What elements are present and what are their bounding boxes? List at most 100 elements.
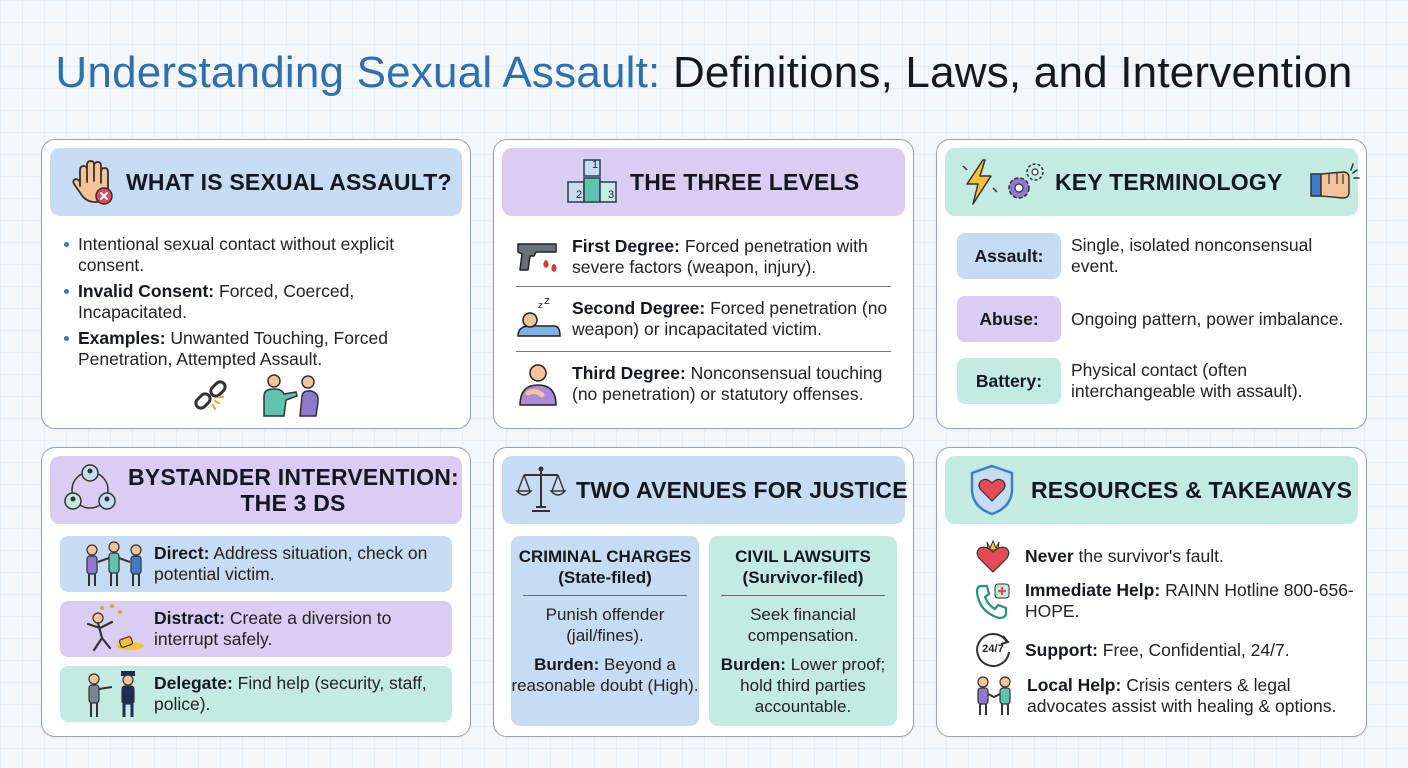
people-intervening-icon bbox=[82, 540, 146, 588]
ds-label: Distract: bbox=[154, 608, 225, 628]
gun-icon bbox=[514, 234, 562, 280]
civil-lawsuits-column: CIVIL LAWSUITS (Survivor-filed) Seek fin… bbox=[709, 536, 897, 726]
divider bbox=[721, 595, 885, 596]
term-abuse: Abuse: Ongoing pattern, power imbalance. bbox=[957, 296, 1350, 342]
clock-icon: 24/7 bbox=[973, 630, 1013, 670]
card-title: KEY TERMINOLOGY bbox=[1055, 168, 1283, 195]
resource-text: Free, Confidential, 24/7. bbox=[1102, 639, 1290, 660]
fist-icon bbox=[1307, 158, 1361, 206]
burden-text: Lower proof; hold third parties accounta… bbox=[740, 655, 886, 716]
item-text: Unwanted Touching, Forced Penetration, A… bbox=[78, 328, 389, 369]
level-first-degree: First Degree: Forced penetration with se… bbox=[514, 228, 893, 286]
card-header: RESOURCES & TAKEAWAYS bbox=[945, 456, 1358, 524]
term-assault: Assault: Single, isolated nonconsensual … bbox=[957, 233, 1350, 279]
resource-label: Local Help: bbox=[1027, 675, 1122, 695]
burden-text: Beyond a reasonable doubt (High). bbox=[511, 655, 699, 695]
column-burden: Burden: Beyond a reasonable doubt (High)… bbox=[511, 654, 699, 696]
term-definition: Physical contact (often interchangeable … bbox=[1071, 360, 1303, 401]
level-text: Forced penetration (no weapon) or incapa… bbox=[572, 298, 888, 339]
column-title: CRIMINAL CHARGES bbox=[518, 547, 692, 566]
sleeping-person-icon: z z bbox=[514, 296, 562, 342]
column-burden: Burden: Lower proof; hold third parties … bbox=[709, 654, 897, 717]
column-subtitle: (Survivor-filed) bbox=[742, 568, 864, 587]
resource-text: the survivor's fault. bbox=[1078, 545, 1224, 566]
item-label: Examples: bbox=[78, 328, 166, 348]
handshake-icon bbox=[973, 675, 1015, 717]
list-item: Invalid Consent: Forced, Coerced, Incapa… bbox=[64, 281, 450, 323]
burden-label: Burden: bbox=[720, 655, 786, 674]
card-what-is-sexual-assault: WHAT IS SEXUAL ASSAULT? Intentional sexu… bbox=[41, 139, 471, 429]
resource-text: RAINN Hotline 800-656-HOPE. bbox=[1025, 580, 1354, 621]
card-three-levels: 1 2 3 THE THREE LEVELS First Degree: For… bbox=[493, 139, 914, 429]
spilled-drink-icon bbox=[82, 604, 146, 654]
card-title: WHAT IS SEXUAL ASSAULT? bbox=[126, 168, 452, 195]
term-definition: Ongoing pattern, power imbalance. bbox=[1071, 308, 1344, 329]
resource-support: 24/7 Support: Free, Confidential, 24/7. bbox=[973, 630, 1354, 670]
clock-label: 24/7 bbox=[982, 643, 1004, 655]
broken-chain-icon bbox=[190, 376, 232, 418]
resource-label: Immediate Help: bbox=[1025, 580, 1161, 600]
card-title-line-2: THE 3 DS bbox=[240, 490, 346, 516]
page-title: Understanding Sexual Assault: Definition… bbox=[0, 48, 1408, 98]
lightning-icon bbox=[959, 158, 999, 206]
term-battery: Battery: Physical contact (often interch… bbox=[957, 358, 1350, 404]
title-part-1: Understanding Sexual Assault: bbox=[55, 48, 661, 97]
column-subtitle: (State-filed) bbox=[558, 568, 652, 587]
list-item: Examples: Unwanted Touching, Forced Pene… bbox=[64, 328, 450, 370]
card-header: 1 2 3 THE THREE LEVELS bbox=[502, 148, 905, 216]
ds-label: Delegate: bbox=[154, 673, 233, 693]
podium-icon bbox=[564, 156, 620, 208]
definition-text: Intentional sexual contact without expli… bbox=[78, 234, 395, 275]
divider bbox=[523, 595, 687, 596]
scales-icon bbox=[514, 463, 568, 517]
people-pushing-icon bbox=[256, 372, 328, 418]
resource-never-fault: Never the survivor's fault. bbox=[973, 538, 1354, 574]
ds-label: Direct: bbox=[154, 543, 210, 563]
shield-heart-icon bbox=[967, 463, 1017, 517]
ds-distract: Distract: Create a diversion to interrup… bbox=[60, 601, 452, 657]
resource-label: Never bbox=[1025, 545, 1074, 566]
criminal-charges-column: CRIMINAL CHARGES (State-filed) Punish of… bbox=[511, 536, 699, 726]
divider bbox=[516, 286, 891, 287]
list-item: Intentional sexual contact without expli… bbox=[64, 234, 450, 276]
card-bystander-intervention: BYSTANDER INTERVENTION: THE 3 DS Direct:… bbox=[41, 447, 471, 737]
level-second-degree: z z Second Degree: Forced penetration (n… bbox=[514, 290, 893, 348]
column-text: Seek financial compensation. bbox=[747, 605, 859, 645]
card-key-terminology: KEY TERMINOLOGY Assault: Single, isolate… bbox=[936, 139, 1367, 429]
card-title-line-1: BYSTANDER INTERVENTION: bbox=[128, 464, 459, 490]
definition-list: Intentional sexual contact without expli… bbox=[64, 234, 450, 375]
item-label: Invalid Consent: bbox=[78, 281, 215, 301]
level-text: Forced penetration with severe factors (… bbox=[572, 236, 868, 277]
ds-text: Find help (security, staff, police). bbox=[154, 673, 427, 714]
level-text: Nonconsensual touching (no penetration) … bbox=[572, 363, 883, 404]
card-two-avenues-justice: TWO AVENUES FOR JUSTICE CRIMINAL CHARGES… bbox=[493, 447, 914, 737]
ds-direct: Direct: Address situation, check on pote… bbox=[60, 536, 452, 592]
card-header: WHAT IS SEXUAL ASSAULT? bbox=[50, 148, 462, 216]
card-title: TWO AVENUES FOR JUSTICE bbox=[576, 476, 908, 503]
item-text: Forced, Coerced, Incapacitated. bbox=[78, 281, 355, 322]
level-third-degree: Third Degree: Nonconsensual touching (no… bbox=[514, 355, 893, 413]
card-title: RESOURCES & TAKEAWAYS bbox=[1031, 476, 1353, 503]
hand-stop-icon bbox=[66, 156, 118, 208]
card-resources-takeaways: RESOURCES & TAKEAWAYS Never the survivor… bbox=[936, 447, 1367, 737]
police-officer-icon bbox=[82, 669, 146, 719]
card-header: BYSTANDER INTERVENTION: THE 3 DS bbox=[50, 456, 462, 524]
title-part-2: Definitions, Laws, and Intervention bbox=[672, 48, 1353, 97]
term-label: Battery: bbox=[957, 358, 1061, 404]
term-definition: Single, isolated nonconsensual event. bbox=[1071, 235, 1313, 276]
card-title: BYSTANDER INTERVENTION: THE 3 DS bbox=[128, 464, 459, 516]
term-label: Abuse: bbox=[957, 296, 1061, 342]
resource-text: Crisis centers & legal advocates assist … bbox=[1027, 675, 1337, 716]
ds-text: Address situation, check on potential vi… bbox=[154, 543, 428, 584]
level-label: Second Degree: bbox=[572, 298, 706, 318]
term-label: Assault: bbox=[957, 233, 1061, 279]
column-title: CIVIL LAWSUITS bbox=[735, 547, 871, 566]
column-text: Punish offender (jail/fines). bbox=[545, 605, 665, 645]
burden-label: Burden: bbox=[534, 655, 600, 674]
svg-text:z: z bbox=[544, 296, 550, 307]
ds-delegate: Delegate: Find help (security, staff, po… bbox=[60, 666, 452, 722]
level-label: Third Degree: bbox=[572, 363, 686, 383]
heart-icon bbox=[973, 538, 1013, 574]
hurt-person-icon bbox=[514, 361, 562, 407]
divider bbox=[516, 351, 891, 352]
